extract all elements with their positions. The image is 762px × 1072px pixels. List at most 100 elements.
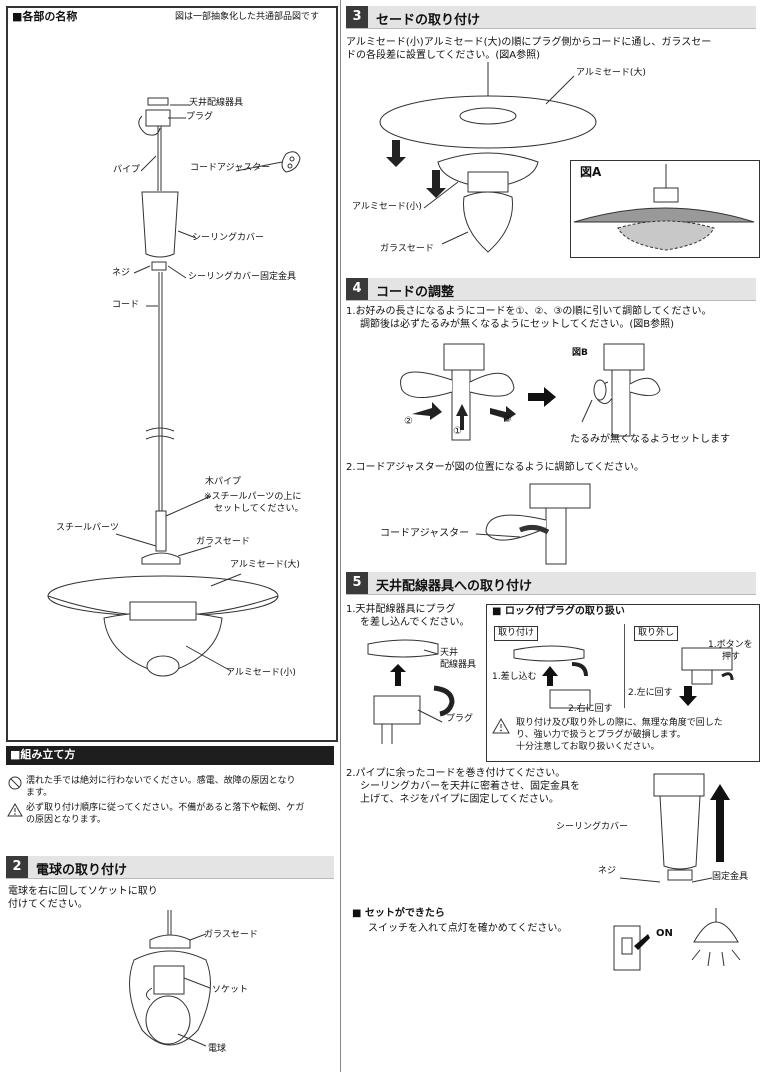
step3-diagram [379, 62, 597, 253]
step5-leaders [619, 877, 713, 883]
step2-title: 電球の取り付け [36, 863, 128, 878]
step2-bulb-label: 電球 [208, 1044, 227, 1054]
step4-text2: 調節後は必ずたるみが無くなるようにセットしてください。(図B参照) [360, 319, 675, 330]
step2-glass-label: ガラスセード [204, 930, 258, 940]
warning-2-line1: 必ず取り付け順序に従ってください。不備があると落下や転倒、ケガ [26, 803, 305, 813]
attach-tag: 取り付け [494, 626, 539, 642]
done-title: ■ セットができたら [352, 908, 445, 919]
step3-text2: ドの各段差に設置してください。(図A参照) [346, 50, 541, 61]
detach-tag: 取り外し [634, 626, 679, 642]
step3-number: 3 [346, 6, 368, 28]
step4-adjuster-label: コードアジャスター [380, 528, 470, 539]
label-wood-pipe: 木パイプ [205, 477, 242, 487]
step3-header: 3 セードの取り付け [346, 6, 756, 29]
step4-title: コードの調整 [376, 285, 455, 300]
figure-a-diagram [573, 164, 755, 251]
warning-2-line2: の原因となります。 [26, 815, 106, 825]
figure-b-label: 図B [572, 348, 588, 358]
warning-1-line2: ます。 [26, 788, 53, 798]
label-cord-adjuster: コードアジャスター [190, 163, 271, 173]
figure-a [570, 160, 760, 258]
caution-line1: 取り付け及び取り外しの際に、無理な角度で回した [516, 718, 723, 728]
warning-1-line1: 濡れた手では絶対に行わないでください。感電、故障の原因となり [26, 776, 296, 786]
step5-bracket-label: 固定金具 [712, 872, 749, 882]
label-wood-pipe-note1: ※スチールパーツの上に [204, 492, 302, 502]
label-ceiling-cover: シーリングカバー [192, 233, 265, 243]
step3-alu-large-label: アルミセード(大) [576, 68, 646, 78]
lock-plug-panel [486, 604, 760, 762]
step5-text2: を差し込んでください。 [360, 617, 470, 628]
switch-on-label: ON [656, 928, 673, 939]
step2-diagram [129, 910, 211, 1047]
label-alu-small: アルミセード(小) [226, 668, 296, 678]
label-wood-pipe-note2: セットしてください。 [214, 504, 304, 514]
step4-number: 4 [346, 278, 368, 300]
step3-title: セードの取り付け [376, 13, 481, 28]
step4-diagram-1 [400, 343, 516, 441]
turn-right-label: 2.右に回す [568, 704, 613, 714]
step2-number: 2 [6, 856, 28, 878]
switch-icon [613, 925, 650, 971]
step3-glass-label: ガラスセード [380, 244, 434, 254]
arrow-right-icon [528, 387, 556, 407]
step2-socket-label: ソケット [212, 985, 249, 995]
step4-mark-2: ② [404, 416, 413, 427]
step5-cover-label: シーリングカバー [556, 822, 629, 832]
turn-left-label: 2.左に回す [628, 688, 673, 698]
parts-note: 図は一部抽象化した共通部品図です [175, 12, 320, 22]
assembly-title: ■組み立て方 [10, 748, 76, 761]
lock-plug-title: ■ ロック付プラグの取り扱い [492, 606, 625, 617]
label-screw: ネジ [112, 268, 131, 278]
lock-panel-divider [624, 624, 625, 708]
label-plug: プラグ [186, 112, 214, 122]
step5-screw-label: ネジ [598, 866, 617, 876]
label-cover-bracket: シーリングカバー固定金具 [188, 272, 297, 282]
step5-text4: シーリングカバーを天井に密着させ、固定金具を [360, 781, 580, 792]
caution-line3: 十分注意してお取り扱いください。 [516, 742, 660, 752]
step4-leader [475, 533, 521, 538]
label-pipe: パイプ [113, 165, 141, 175]
push-label-1: 1.ボタンを [708, 640, 753, 650]
step4-text3: 2.コードアジャスターが図の位置になるように調節してください。 [346, 462, 645, 473]
step3-alu-small-label: アルミセード(小) [352, 202, 422, 212]
caution-icon [492, 717, 510, 734]
step4-mark-3: ③ [503, 414, 512, 425]
label-glass-shade: ガラスセード [196, 537, 250, 547]
step5-title: 天井配線器具への取り付け [376, 579, 533, 594]
step4-no-slack: たるみが無くなるようセットします [570, 434, 730, 445]
lit-lamp-icon [691, 908, 741, 967]
parts-title: ■各部の名称 [12, 10, 78, 23]
step5-text3: 2.パイプに余ったコードを巻き付けてください。 [346, 768, 566, 779]
step5-ceiling-label-2: 配線器具 [440, 660, 477, 670]
label-ceiling-fixture: 天井配線器具 [189, 98, 244, 108]
label-steel-parts: スチールパーツ [56, 523, 119, 533]
prohibit-icon [8, 776, 22, 790]
step4-text1: 1.お好みの長さになるようにコードを①、②、③の順に引いて調節してください。 [346, 306, 712, 317]
push-label-2: 押す [722, 652, 741, 662]
insert-label: 1.差し込む [492, 672, 537, 682]
step5-number: 5 [346, 572, 368, 594]
step2-header: 2 電球の取り付け [6, 856, 334, 879]
step2-text1: 電球を右に回してソケットに取り [8, 886, 158, 897]
label-alu-large: アルミセード(大) [230, 560, 300, 570]
step2-text2: 付けてください。 [8, 899, 88, 910]
attach-diagram [513, 645, 591, 709]
step4-header: 4 コードの調整 [346, 278, 756, 301]
step5-diagram-1 [367, 639, 455, 744]
figure-a-label: 図A [580, 165, 602, 179]
step5-plug-label: プラグ [446, 714, 474, 724]
label-cord: コード [112, 300, 140, 310]
step4-diagram-2 [581, 343, 661, 437]
assembly-header [6, 746, 334, 765]
detach-diagram [679, 647, 734, 706]
step4-mark-1: ① [453, 426, 462, 437]
step5-text5: 上げて、ネジをパイプに固定してください。 [360, 794, 559, 805]
caution-icon [7, 803, 23, 817]
step5-header: 5 天井配線器具への取り付け [346, 572, 756, 595]
step5-ceiling-label-1: 天井 [440, 648, 459, 658]
caution-line2: り、強い力で扱うとプラグが破損します。 [516, 730, 686, 740]
step5-text1: 1.天井配線器具にプラグ [346, 604, 456, 615]
step4-diagram-3 [485, 483, 591, 565]
step3-text1: アルミセード(小)アルミセード(大)の順にプラグ側からコードに通し、ガラスセー [346, 37, 712, 48]
done-text: スイッチを入れて点灯を確かめてください。 [368, 923, 568, 934]
